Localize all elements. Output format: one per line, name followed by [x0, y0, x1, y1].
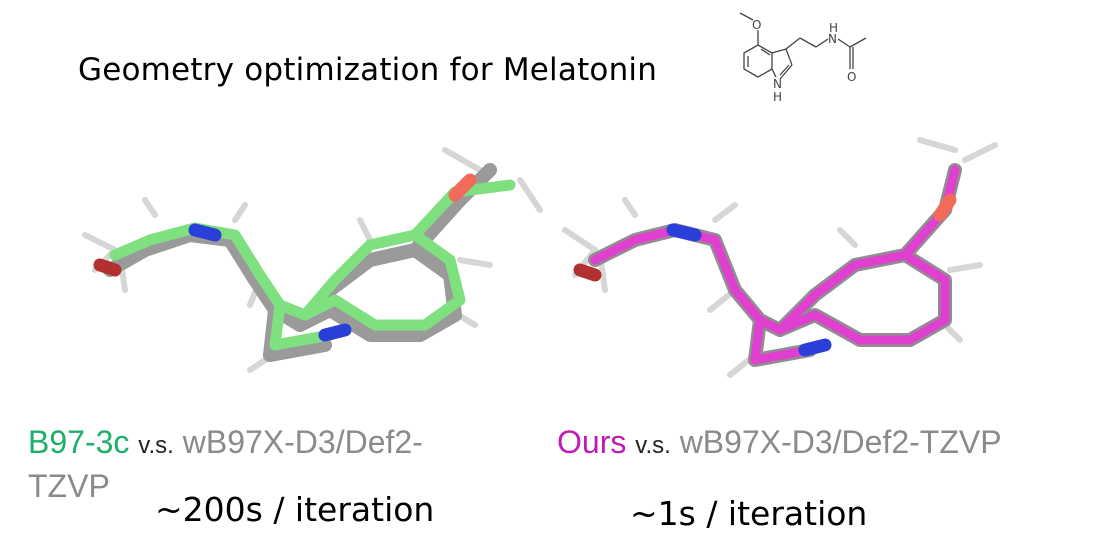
indole-n-label: N: [773, 77, 782, 91]
right-timing: ~1s / iteration: [630, 494, 868, 533]
b97-3c-overlay-render: [82, 147, 543, 373]
right-vs-label: v.s.: [635, 432, 671, 459]
carbonyl-o-label: O: [847, 70, 856, 84]
right-comparison-caption: Ours v.s. wB97X-D3/Def2-TZVP: [557, 422, 1002, 466]
right-reference-label: wB97X-D3/Def2-TZVP: [679, 424, 1002, 460]
melatonin-skeletal-structure: O N H N H O: [739, 12, 867, 104]
left-reference-label: wB97X-D3/Def2-TZVP: [28, 424, 423, 504]
right-method-label: Ours: [557, 424, 627, 460]
amide-h-label: H: [829, 21, 838, 35]
left-vs-label: v.s.: [138, 432, 174, 459]
left-timing: ~200s / iteration: [155, 490, 435, 529]
left-method-label: B97-3c: [28, 424, 130, 460]
methoxy-o-label: O: [752, 18, 761, 32]
slide-title: Geometry optimization for Melatonin: [78, 52, 658, 88]
amide-n-label: N: [828, 32, 837, 46]
indole-h-label: H: [773, 90, 782, 104]
ours-overlay-render: [562, 137, 998, 378]
left-comparison-caption: B97-3c v.s. wB97X-D3/Def2-TZVP: [28, 422, 488, 506]
